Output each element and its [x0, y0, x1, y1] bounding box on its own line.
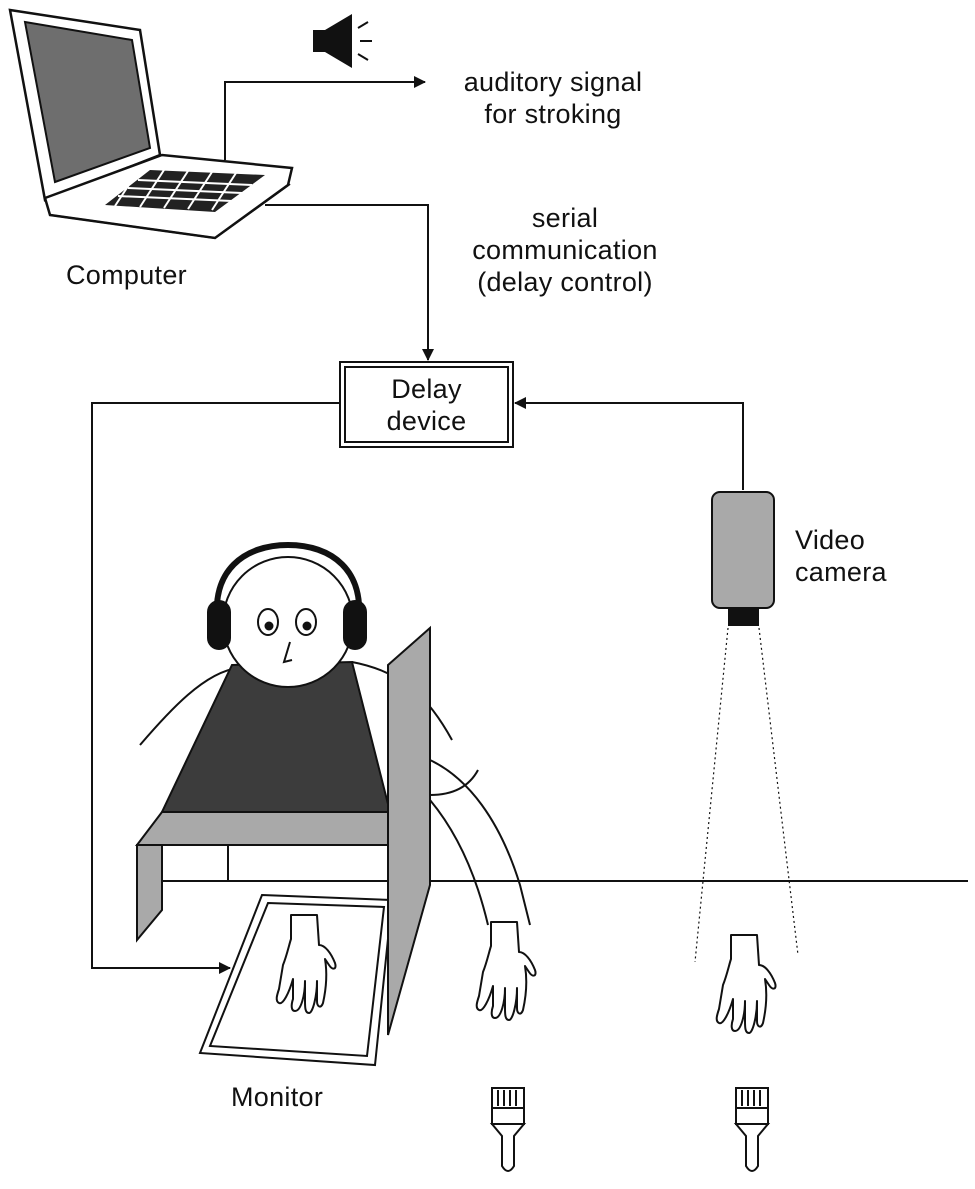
delay-device-box: [339, 361, 514, 448]
camera-line1: Video: [795, 525, 866, 555]
serial-line2: communication: [472, 235, 658, 265]
serial-line3: (delay control): [477, 267, 653, 297]
video-camera-label: Video camera: [795, 524, 887, 588]
headphones-icon: [207, 541, 367, 650]
monitor-label: Monitor: [231, 1082, 324, 1112]
speaker-icon: [313, 14, 372, 68]
delay-device-label: Delay device: [345, 373, 508, 437]
serial-communication-label: serial communication (delay control): [450, 202, 680, 298]
connection-lines: [91, 76, 744, 974]
camera-to-delay-arrow: [514, 397, 744, 490]
laptop-icon: [8, 8, 294, 240]
head: [222, 556, 354, 688]
hand-icon: [715, 934, 777, 1034]
auditory-arrow: [224, 76, 426, 160]
auditory-signal-line1: auditory signal: [463, 67, 643, 97]
video-camera-icon: [694, 491, 799, 963]
brush-icon: [735, 1087, 769, 1172]
delay-line2: device: [386, 406, 467, 436]
auditory-signal-label: auditory signal for stroking: [438, 66, 668, 130]
participant: [139, 541, 537, 1021]
camera-line2: camera: [795, 557, 887, 587]
brush-icon: [491, 1087, 525, 1172]
vertical-panel: [387, 625, 431, 1036]
occluding-board: [134, 811, 391, 943]
serial-line1: serial: [531, 203, 599, 233]
computer-label: Computer: [66, 260, 187, 290]
monitor-icon: [198, 893, 394, 1067]
serial-arrow: [265, 204, 434, 361]
auditory-signal-line2: for stroking: [484, 99, 622, 129]
delay-line1: Delay: [391, 374, 462, 404]
delay-to-monitor-arrow: [91, 402, 340, 974]
